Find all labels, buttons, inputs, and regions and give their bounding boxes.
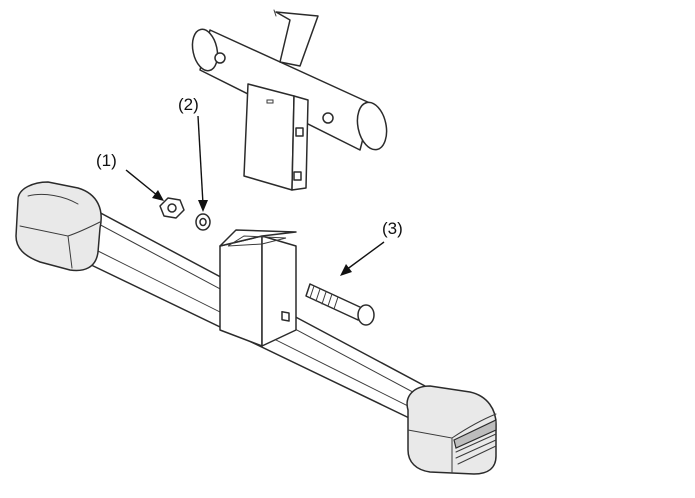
callout-3-label: (3): [382, 219, 403, 238]
base-stabilizer: [15, 181, 497, 475]
right-end-cap: [406, 385, 497, 475]
callout-2-label: (2): [178, 95, 199, 114]
carriage-bolt: [305, 283, 375, 326]
hex-nut: [159, 197, 185, 219]
upper-crossbar-assembly: [191, 9, 388, 191]
base-upright-socket: [219, 229, 297, 347]
callout-2: (2): [178, 95, 208, 212]
flat-washer: [195, 213, 211, 231]
callout-3-arrow: [345, 241, 385, 271]
callout-1: (1): [96, 151, 164, 201]
callout-1-label: (1): [96, 151, 117, 170]
callout-1-arrow: [125, 169, 159, 197]
callout-3: (3): [340, 219, 403, 276]
callout-2-arrow: [197, 115, 204, 205]
left-end-cap: [15, 181, 102, 272]
